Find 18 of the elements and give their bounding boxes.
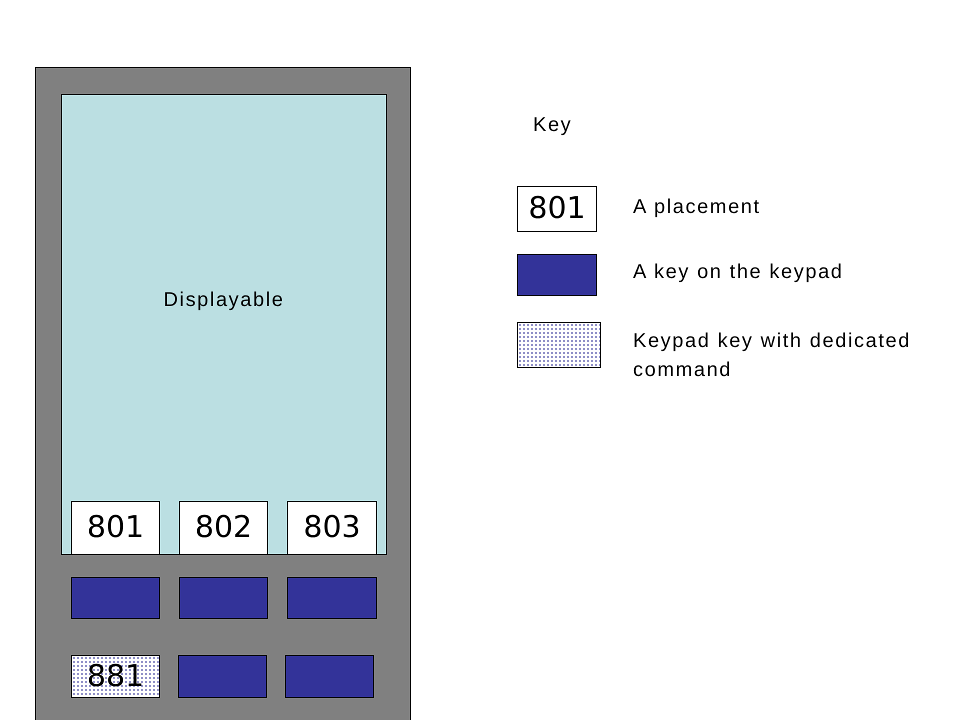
device-body [35, 67, 411, 720]
display-label: Displayable [162, 288, 286, 313]
keypad-key [179, 577, 268, 619]
placement-slot: 802 [179, 501, 268, 555]
keypad-key [285, 655, 374, 698]
keypad-key [71, 577, 160, 619]
command-key: 881 [71, 655, 160, 698]
legend-title: Key [533, 113, 572, 138]
legend-text: A placement [633, 195, 762, 220]
keypad-key [287, 577, 377, 619]
keypad-key [178, 655, 267, 698]
legend-text: A key on the keypad [633, 260, 845, 285]
placement-slot: 801 [71, 501, 160, 555]
placement-slot: 803 [287, 501, 377, 555]
command-key-sample [517, 322, 601, 368]
display-area [61, 94, 387, 555]
placement-sample: 801 [517, 186, 597, 232]
legend-text: Keypad key with dedicated command [633, 329, 912, 383]
